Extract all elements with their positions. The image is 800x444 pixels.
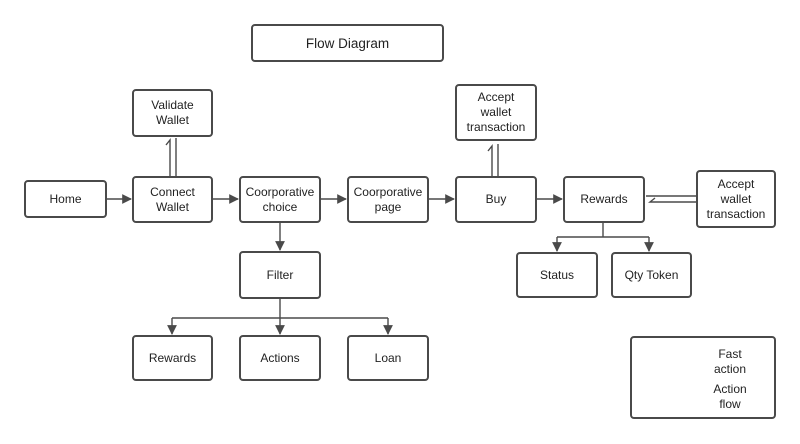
legend-action-flow-label: Action flow: [713, 382, 747, 411]
node-buy: Buy: [455, 176, 537, 223]
fast-action-buy-accept: [487, 144, 499, 176]
diagram-title: Flow Diagram: [251, 24, 444, 62]
node-status: Status: [516, 252, 598, 298]
arrow-filter-branch: [172, 299, 388, 319]
node-coorporative-choice: Coorporative choice: [239, 176, 321, 223]
node-accept-wallet-transaction-top: Accept wallet transaction: [455, 84, 537, 141]
node-home: Home: [24, 180, 107, 218]
node-filter: Filter: [239, 251, 321, 299]
legend: [630, 336, 776, 419]
node-validate-wallet: Validate Wallet: [132, 89, 213, 137]
node-accept-wallet-transaction-right: Accept wallet transaction: [696, 170, 776, 228]
fast-action-connect-validate: [165, 138, 177, 176]
node-coorporative-page: Coorporative page: [347, 176, 429, 223]
arrow-rewards-branch: [557, 223, 649, 238]
node-qty-token: Qty Token: [611, 252, 692, 298]
fast-action-rewards-accept: [646, 195, 696, 203]
node-filter-rewards: Rewards: [132, 335, 213, 381]
node-loan: Loan: [347, 335, 429, 381]
node-connect-wallet: Connect Wallet: [132, 176, 213, 223]
node-rewards: Rewards: [563, 176, 645, 223]
node-actions: Actions: [239, 335, 321, 381]
legend-fast-action-label: Fast action: [713, 347, 747, 376]
